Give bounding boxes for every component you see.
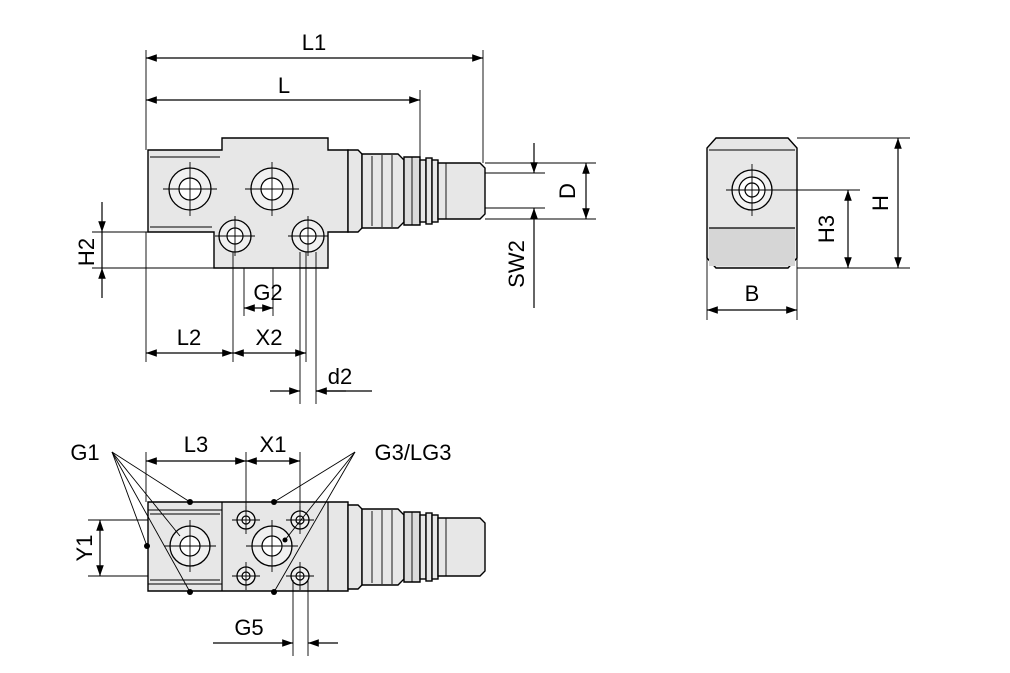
dim-G5: G5 [234, 615, 263, 640]
label-G1: G1 [70, 440, 99, 465]
side-dimensions: H H3 B [706, 137, 910, 320]
top-hole-small-3 [232, 562, 260, 590]
top-hole-small-1 [232, 506, 260, 534]
front-hole-4 [288, 216, 328, 256]
front-hole-2 [245, 162, 299, 216]
front-hole-3 [215, 216, 255, 256]
dim-L: L [278, 73, 290, 98]
top-dimensions: L3 X1 Y1 G5 [72, 432, 338, 656]
dim-L3: L3 [184, 432, 208, 457]
dim-d2: d2 [328, 364, 352, 389]
dim-H: H [868, 195, 893, 211]
dim-Y1: Y1 [72, 535, 97, 562]
dim-H2: H2 [74, 238, 99, 266]
g3-leaders: G3/LG3 [273, 440, 452, 593]
dim-D: D [555, 183, 580, 199]
top-view [144, 499, 486, 595]
dim-H3: H3 [814, 215, 839, 243]
dim-L1: L1 [302, 30, 326, 55]
front-nipple [437, 162, 486, 220]
dim-SW2: SW2 [504, 240, 529, 288]
dim-L2: L2 [177, 325, 201, 350]
dim-B: B [745, 281, 760, 306]
side-view [706, 137, 798, 269]
dim-X2: X2 [256, 325, 283, 350]
front-dimensions: L1 L H2 G2 L2 X2 d2 D [74, 30, 596, 404]
front-hole-1 [163, 162, 217, 216]
front-coupling [361, 153, 405, 229]
dim-X1: X1 [260, 432, 287, 457]
front-neck [347, 149, 363, 233]
label-G3-LG3: G3/LG3 [374, 440, 451, 465]
top-hole-main-center [246, 520, 298, 572]
top-hole-small-4 [286, 562, 314, 590]
dim-G2: G2 [253, 280, 282, 305]
front-view [147, 137, 486, 269]
side-hole [726, 164, 778, 216]
